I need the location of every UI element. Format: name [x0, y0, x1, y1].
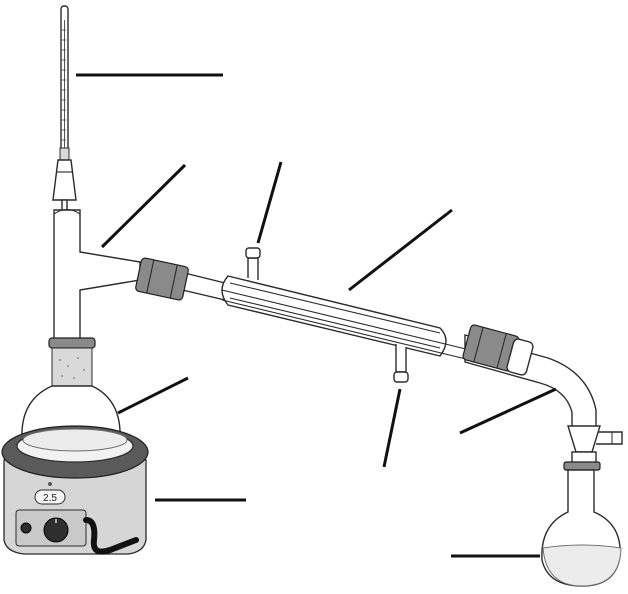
temperature-knob-icon[interactable] — [43, 517, 69, 543]
leader-water-outlet — [256, 161, 283, 244]
leader-vacuum-adapter — [459, 387, 557, 435]
leader-distillation-head — [100, 163, 187, 249]
leader-water-inlet — [382, 388, 402, 468]
vacuum-adapter — [462, 324, 623, 465]
water-outlet-nozzle — [245, 247, 261, 280]
distillation-head — [53, 208, 226, 341]
receiving-flask — [541, 461, 622, 587]
water-inlet-nozzle — [393, 344, 409, 383]
condenser — [221, 247, 471, 383]
power-cord — [83, 517, 139, 555]
leader-condenser — [348, 208, 453, 292]
mantle-display-value: 2.5 — [43, 493, 57, 504]
mantle-display — [34, 489, 66, 505]
power-switch-icon[interactable] — [20, 522, 32, 534]
label-leaders — [76, 73, 557, 558]
distilling-flask — [21, 337, 121, 441]
leader-distilling-flask — [117, 376, 189, 415]
heating-mantle: 2.5 — [1, 425, 149, 555]
